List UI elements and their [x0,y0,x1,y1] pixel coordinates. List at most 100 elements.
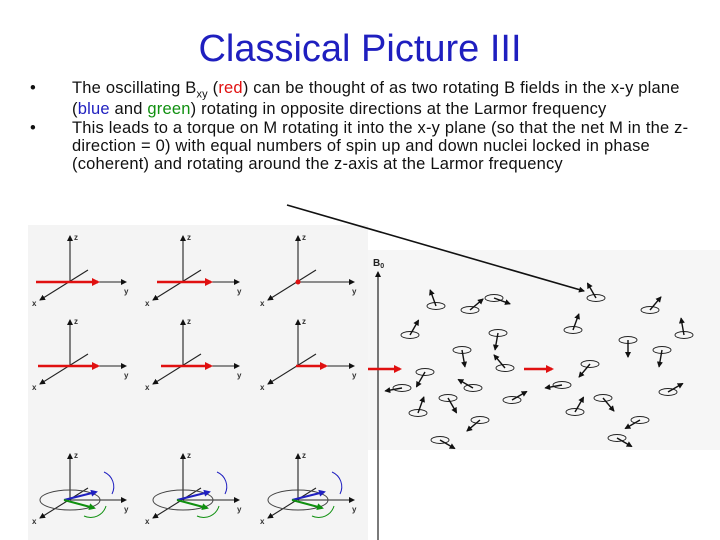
z-axis-label: z [74,233,78,242]
precessing-spin [452,346,472,368]
precessing-spin [563,313,583,334]
precessing-spin [484,294,511,305]
spin-vector [417,396,425,414]
precessing-spin [624,416,650,430]
precessing-spin [438,394,458,414]
bullet-item-1: • The oscillating Bxy (red) can be thoug… [28,79,698,119]
precessing-spin [607,434,633,448]
spin-vector [429,289,437,307]
y-axis-label: y [124,287,129,296]
spin-vector [457,378,474,389]
precessing-spin [457,378,483,392]
precession-orbit [392,384,412,392]
spin-vector [649,296,662,311]
precessing-spin [466,416,490,432]
coordinate-axes: zyx [260,233,357,308]
precession-orbit [415,368,435,376]
green-rotating-field [176,499,209,511]
precessing-spin [565,396,585,416]
spin-vector [409,319,420,336]
coordinate-axes: zyx [145,451,242,526]
precessing-spin [408,396,428,417]
bullet-1-part-5: ) rotating in opposite directions at the… [190,100,607,119]
precessing-spin [400,319,420,339]
precessing-spin [652,346,672,368]
blue-rotation-arc [103,471,115,495]
precession-orbit [586,294,606,302]
bullet-1-part-3: ) can be thought of as two rotating B fi… [72,79,680,119]
bullet-1-part-2: ( [207,79,219,97]
x-axis-label: x [260,517,265,526]
precessing-spin [658,382,684,396]
slide-title: Classical Picture III [198,28,522,70]
precession-orbit [495,364,515,372]
axes-panel-background [28,225,368,540]
precessing-spin [618,336,638,358]
spin-vector [602,397,615,412]
green-rotation-arc [311,505,335,518]
x-axis-label: x [145,383,150,392]
x-axis-label: x [32,383,37,392]
precessing-spin [430,436,456,450]
blue-rotating-field [63,489,98,501]
precessing-spin [586,282,606,302]
precessing-spin [640,296,662,314]
spin-vector [384,387,403,394]
precession-orbit [430,436,450,444]
x-axis [39,269,89,301]
y-axis-label: y [237,371,242,380]
precession-orbit [438,394,458,402]
z-axis-label: z [187,451,191,460]
z-axis-label: z [187,317,191,326]
precession-orbit [630,416,650,424]
precessing-spin [544,381,572,391]
spin-vector [466,419,481,432]
z-axis-label: z [74,451,78,460]
x-axis [267,487,317,519]
coordinate-axes: zyx [32,451,129,526]
precession-orbit [563,326,583,334]
x-axis-label: x [32,299,37,308]
precessing-spin [578,360,600,378]
bullet-item-2: • This leads to a torque on M rotating i… [28,118,698,173]
precession-orbit [565,408,585,416]
spin-vector [616,437,633,448]
x-axis [267,269,317,301]
precession-orbit [640,306,660,314]
x-axis-label: x [145,299,150,308]
x-axis [152,353,202,385]
coordinate-axes: zyx [260,451,357,526]
x-axis [39,487,89,519]
y-axis-label: y [124,371,129,380]
bullet-dot: • [30,118,36,137]
z-axis-label: z [302,233,306,242]
spin-vector [492,332,499,351]
blue-rotation-arc [331,471,343,495]
y-axis-label: y [237,505,242,514]
bullet-text-2: This leads to a torque on M rotating it … [72,118,689,173]
spin-vector [667,382,684,393]
bullet-list: • The oscillating Bxy (red) can be thoug… [28,79,698,174]
precession-orbit [408,409,428,417]
x-axis-label: x [260,383,265,392]
bxy-subscript: xy [196,88,208,101]
x-axis [267,353,317,385]
precession-orbit [658,388,678,396]
bullet-1-part-1: The oscillating B [72,79,197,97]
spin-vector [511,390,528,401]
precession-orbit [484,294,504,302]
coordinate-axes: z y x [145,317,242,392]
z-axis-label: z [74,317,78,326]
word-green: green [147,100,191,119]
coordinate-axes: z y x [32,317,129,392]
precessing-spin [384,384,412,394]
pointer-arrow [286,204,585,293]
b0-label: B0 [373,258,384,270]
precession-orbit [463,384,483,392]
spin-vector [624,419,641,430]
y-axis-label: y [124,505,129,514]
z-axis-label: z [187,233,191,242]
precession-orbit [593,394,613,402]
rotation-ellipse [39,489,101,511]
